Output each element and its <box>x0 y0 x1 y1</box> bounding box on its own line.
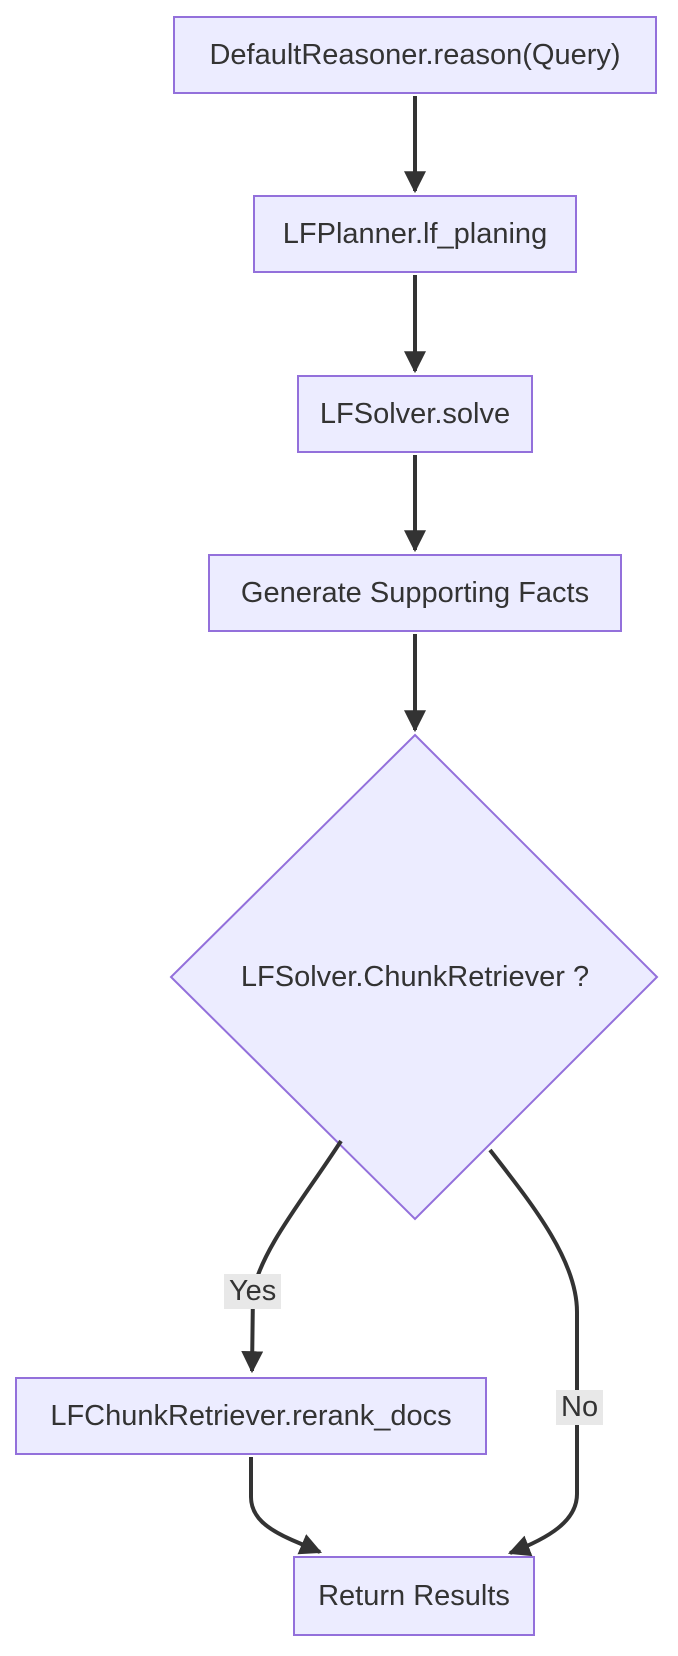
node-lf-solver-label: LFSolver.solve <box>319 397 511 430</box>
node-generate-facts-label: Generate Supporting Facts <box>240 576 590 609</box>
node-default-reasoner-label: DefaultReasoner.reason(Query) <box>209 38 621 71</box>
node-return-results: Return Results <box>293 1556 535 1636</box>
edge-label-no: No <box>556 1390 604 1426</box>
edge-label-yes-text: Yes <box>229 1275 277 1307</box>
edge-rerank-to-results <box>249 1457 323 1555</box>
node-decision: LFSolver.ChunkRetriever ? <box>173 942 657 1012</box>
edge-label-no-text: No <box>561 1391 599 1423</box>
node-default-reasoner: DefaultReasoner.reason(Query) <box>173 16 657 94</box>
edge-decision-no <box>488 1148 579 1557</box>
node-rerank-docs-label: LFChunkRetriever.rerank_docs <box>50 1399 452 1432</box>
node-lf-planner-label: LFPlanner.lf_planing <box>282 217 548 250</box>
edge-label-yes: Yes <box>224 1274 282 1310</box>
node-lf-planner: LFPlanner.lf_planing <box>253 195 577 273</box>
node-decision-label: LFSolver.ChunkRetriever ? <box>240 960 590 993</box>
node-rerank-docs: LFChunkRetriever.rerank_docs <box>15 1377 487 1455</box>
node-generate-facts: Generate Supporting Facts <box>208 554 622 632</box>
node-lf-solver: LFSolver.solve <box>297 375 533 453</box>
node-return-results-label: Return Results <box>318 1579 510 1612</box>
edge-decision-yes <box>241 1139 343 1374</box>
decision-diamond-shape <box>169 733 659 1221</box>
